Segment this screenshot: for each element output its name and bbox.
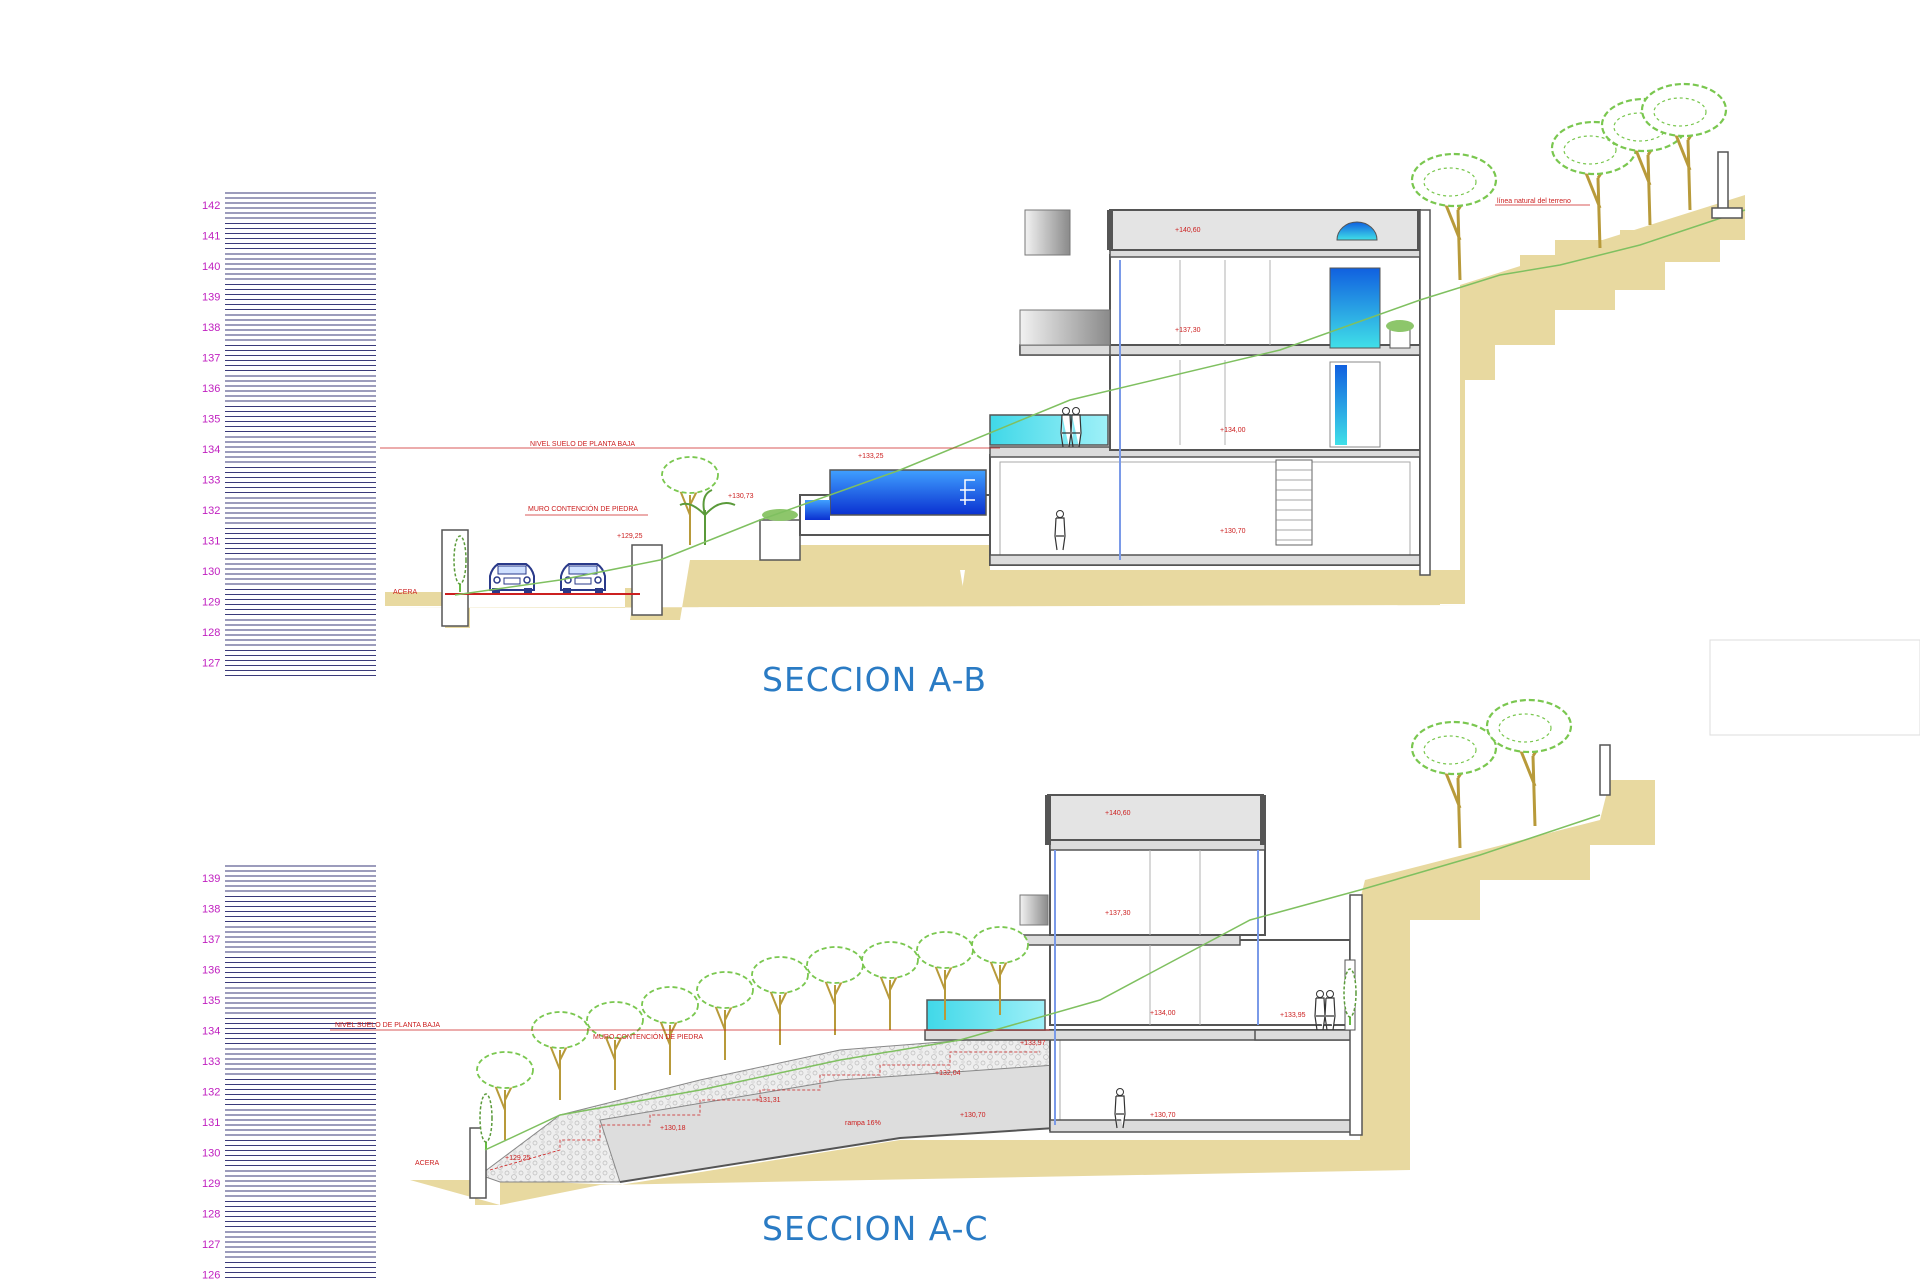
level-number: 131 — [202, 536, 220, 548]
note-ground-floor-a-c: NIVEL SUELO DE PLANTA BAJA — [335, 1022, 440, 1029]
level-number: 127 — [202, 1239, 220, 1251]
level-number: 128 — [202, 1209, 220, 1221]
upper-balcony-a-b — [1019, 309, 1111, 346]
natural-terrain-line-a-b — [454, 209, 1746, 596]
level-number: 142 — [202, 200, 220, 212]
note-sidewalk-a-c: ACERA — [415, 1160, 439, 1167]
earth-fill-a-c — [410, 780, 1655, 1205]
elev-a-c-3: +134,00 — [1150, 1010, 1176, 1017]
section-title-a-c: SECCION A-C — [762, 1209, 989, 1248]
elev-a-b-6: +129,25 — [617, 533, 643, 540]
elev-a-b-4: +133,25 — [858, 453, 884, 460]
level-number: 139 — [202, 292, 220, 304]
level-number: 136 — [202, 383, 220, 395]
note-ramp-a-c: rampa 16% — [845, 1120, 881, 1127]
elev-a-b-5: +130,73 — [728, 493, 754, 500]
level-number: 133 — [202, 1056, 220, 1068]
planter-a-b — [759, 519, 801, 561]
glass-railing-a-b — [989, 414, 1109, 446]
roof-a-c — [1047, 794, 1264, 841]
elev-a-c-9: +130,18 — [660, 1125, 686, 1132]
level-number: 132 — [202, 1087, 220, 1099]
elev-a-b-2: +137,30 — [1175, 327, 1201, 334]
elev-a-c-4: +133,95 — [1280, 1012, 1306, 1019]
note-sidewalk-a-b: ACERA — [393, 589, 417, 596]
elev-a-b-1: +140,60 — [1175, 227, 1201, 234]
note-stone-wall-a-c: MURO CONTENCIÓN DE PIEDRA — [593, 1032, 703, 1041]
blue-panel-a-b — [1329, 267, 1381, 349]
tree-a-c-5 — [696, 971, 754, 1061]
level-number: 130 — [202, 566, 220, 578]
level-number: 138 — [202, 904, 220, 916]
tree-a-c-11 — [1410, 720, 1498, 850]
tree-a-c-7 — [806, 946, 864, 1036]
pool-water-a-b — [829, 469, 987, 516]
elev-a-c-8: +130,70 — [960, 1112, 986, 1119]
tree-a-c-8 — [861, 941, 919, 1031]
tree-a-c-6 — [751, 956, 809, 1046]
sidewalk-a-b — [385, 592, 445, 606]
elev-a-b-7: +130,70 — [1220, 528, 1246, 535]
level-number: 135 — [202, 995, 220, 1007]
level-number: 136 — [202, 965, 220, 977]
level-number: 135 — [202, 414, 220, 426]
elev-a-c-11: +129,25 — [505, 1155, 531, 1162]
elev-a-c-6: +132,04 — [935, 1070, 961, 1077]
frame-box — [1709, 639, 1920, 736]
window-mullions-a-b — [1179, 260, 1271, 445]
section-title-a-b: SECCION A-B — [762, 660, 987, 699]
level-scale-a-c: 139 138 137 136 135 134 133 132 131 130 129 128 127 1… — [202, 865, 376, 1280]
elev-a-c-5: +133,97 — [1020, 1040, 1046, 1047]
level-number: 126 — [202, 1270, 220, 1280]
level-number: 137 — [202, 934, 220, 946]
natural-terrain-line-a-c — [484, 814, 1601, 1151]
level-number: 127 — [202, 658, 220, 670]
level-number: 134 — [202, 1026, 220, 1038]
note-terrain-a-b: línea natural del terreno — [1497, 198, 1571, 205]
elev-a-b-3: +134,00 — [1220, 427, 1246, 434]
level-number: 131 — [202, 1117, 220, 1129]
level-number: 134 — [202, 444, 220, 456]
level-number: 140 — [202, 261, 220, 273]
level-number: 133 — [202, 475, 220, 487]
roof-canopy-a-b — [1024, 209, 1071, 256]
level-number: 138 — [202, 322, 220, 334]
section-a-c: 139 138 137 136 135 134 133 132 131 130 129 128 127 1… — [202, 698, 1655, 1280]
skylight-dome-a-b — [1336, 221, 1378, 241]
tree-a-c-3 — [586, 1001, 644, 1091]
elev-a-c-7: +131,31 — [755, 1097, 781, 1104]
stone-wall-a-b — [631, 544, 663, 616]
level-scale-a-b: 142 141 140 139 138 137 136 135 134 133 132 131 130 1… — [202, 192, 376, 676]
house-upper-a-c — [1049, 839, 1266, 936]
earth-slope-a-b — [960, 195, 1745, 604]
section-a-b: 142 141 140 139 138 137 136 135 134 133 132 131 130 1… — [202, 82, 1746, 699]
elev-a-c-1: +140,60 — [1105, 810, 1131, 817]
level-number: 139 — [202, 873, 220, 885]
level-number: 129 — [202, 597, 220, 609]
elev-a-c-2: +137,30 — [1105, 910, 1131, 917]
level-number: 129 — [202, 1178, 220, 1190]
level-number: 141 — [202, 231, 220, 243]
level-number: 132 — [202, 505, 220, 517]
note-ground-floor-a-b: NIVEL SUELO DE PLANTA BAJA — [530, 441, 635, 448]
level-number: 128 — [202, 627, 220, 639]
level-number: 130 — [202, 1148, 220, 1160]
level-number: 137 — [202, 353, 220, 365]
tree-a-c-12 — [1485, 698, 1573, 828]
note-stone-wall-a-b: MURO CONTENCIÓN DE PIEDRA — [528, 504, 638, 513]
tree-a-c-2 — [531, 1011, 589, 1101]
elev-a-c-10: +130,70 — [1150, 1112, 1176, 1119]
tree-a-c-4 — [641, 986, 699, 1076]
